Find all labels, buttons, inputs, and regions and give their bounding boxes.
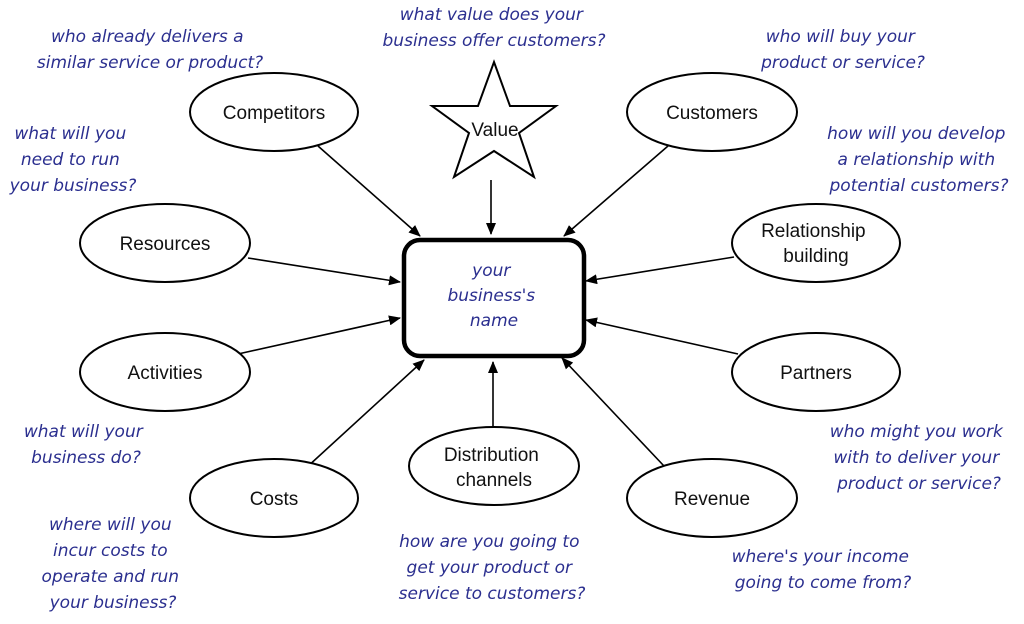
node-label-line: Relationship [761, 221, 866, 242]
hint-line: get your product or [407, 558, 574, 578]
hint-partners: who might you work with to deliver your … [830, 422, 1009, 494]
arrow-partners [585, 317, 739, 355]
hint-line: where will you [49, 515, 172, 535]
node-label: Distribution channels [444, 445, 544, 491]
hint-revenue: where's your income going to come from? [732, 547, 915, 593]
hint-line: what will you [14, 124, 126, 144]
arrow-revenue [561, 357, 665, 467]
hint-line: a relationship with [838, 150, 996, 170]
hint-activities: what will your business do? [24, 422, 148, 468]
arrow-costs [305, 359, 425, 469]
node-label: Resources [120, 234, 211, 255]
hint-line: who might you work [830, 422, 1004, 442]
arrow-relationship [585, 256, 735, 285]
node-label: Customers [666, 103, 758, 124]
hint-customers: who will buy your product or service? [760, 27, 925, 73]
node-label: Relationship building [761, 221, 871, 267]
hint-competitors: who already delivers a similar service o… [37, 27, 263, 73]
hint-resources: what will you need to run your business? [9, 124, 137, 196]
node-distribution-channels: Distribution channels [408, 426, 580, 506]
hint-value: what value does your business offer cust… [383, 5, 606, 51]
hint-line: how are you going to [399, 532, 579, 552]
node-activities: Activities [79, 332, 251, 412]
center-label: your business's name [447, 261, 540, 331]
hint-line: what will your [24, 422, 144, 442]
arrow-resources [247, 257, 401, 286]
node-resources: Resources [79, 203, 251, 283]
hint-line: potential customers? [829, 176, 1009, 196]
hint-costs: where will you incur costs to operate an… [42, 515, 185, 613]
hint-line: with to deliver your [833, 448, 1000, 468]
hint-line: what value does your [400, 5, 584, 25]
node-label-line: channels [456, 470, 532, 491]
node-label-line: Distribution [444, 445, 539, 466]
hint-line: business do? [31, 448, 141, 468]
hint-line: product or service? [760, 53, 925, 73]
arrow-customers [563, 145, 669, 237]
hint-line: where's your income [732, 547, 909, 567]
node-costs: Costs [189, 458, 359, 538]
node-competitors: Competitors [189, 72, 359, 152]
arrow-competitors [317, 145, 421, 237]
node-label: Competitors [223, 103, 325, 124]
hint-line: who already delivers a [51, 27, 244, 47]
node-revenue: Revenue [626, 458, 798, 538]
arrows [237, 145, 739, 469]
hint-line: your business? [9, 176, 137, 196]
hint-distribution-channels: how are you going to get your product or… [399, 532, 586, 604]
hint-line: business offer customers? [383, 31, 606, 51]
hint-relationship-building: how will you develop a relationship with… [827, 124, 1011, 196]
center-line: your [471, 261, 511, 281]
node-value: Value [428, 59, 560, 180]
node-label: Revenue [674, 489, 750, 510]
hint-line: who will buy your [766, 27, 916, 47]
hint-line: your business? [49, 593, 177, 613]
node-label-line: building [783, 246, 849, 267]
hint-line: product or service? [836, 474, 1001, 494]
center-box: your business's name [401, 237, 587, 359]
node-customers: Customers [626, 72, 798, 152]
hint-line: service to customers? [399, 584, 586, 604]
hint-line: similar service or product? [37, 53, 263, 73]
hint-line: operate and run [42, 567, 180, 587]
center-line: name [470, 311, 518, 331]
node-label: Costs [250, 489, 299, 510]
arrow-activities [237, 315, 401, 355]
node-relationship-building: Relationship building [731, 203, 901, 283]
node-label: Activities [128, 363, 203, 384]
node-label: Partners [780, 363, 852, 384]
star-icon [428, 59, 560, 180]
hint-line: incur costs to [53, 541, 168, 561]
node-partners: Partners [731, 332, 901, 412]
hint-line: going to come from? [735, 573, 911, 593]
hint-line: need to run [21, 150, 120, 170]
center-line: business's [447, 286, 535, 306]
node-label: Value [471, 120, 518, 141]
hint-line: how will you develop [827, 124, 1005, 144]
